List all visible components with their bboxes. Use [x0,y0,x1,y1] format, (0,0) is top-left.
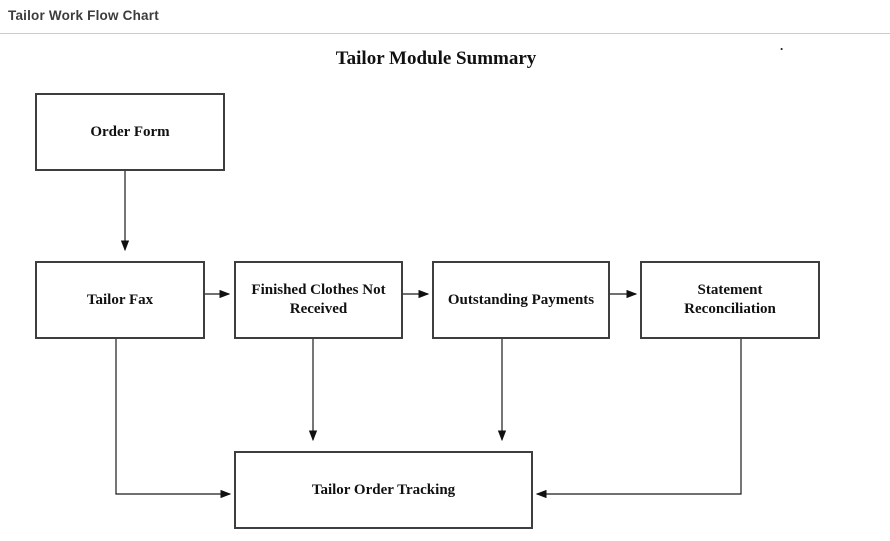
flow-node-order-form: Order Form [35,93,225,171]
flow-node-label: Outstanding Payments [447,291,595,308]
flow-node-label: Tailor Fax [86,291,154,308]
page-title: Tailor Work Flow Chart [8,8,159,23]
flow-node-tailor-order-tracking: Tailor Order Tracking [234,451,533,529]
flow-node-label: Statement Reconciliation [684,282,776,317]
flow-node-tailor-fax: Tailor Fax [35,261,205,339]
edge-statement-reconciliation-to-tailor-order-tracking [535,339,742,499]
flow-node-statement-reconciliation: Statement Reconciliation [640,261,820,339]
flow-node-label: Tailor Order Tracking [311,481,456,498]
flow-node-outstanding-payments: Outstanding Payments [432,261,610,339]
diagram-title: Tailor Module Summary [335,48,537,69]
flow-node-label: Order Form [90,123,170,140]
header-divider [0,33,890,34]
flow-node-label: Finished Clothes Not Received [251,282,386,317]
edge-tailor-fax-to-tailor-order-tracking [115,339,232,499]
flow-node-finished-clothes-not-received: Finished Clothes Not Received [234,261,403,339]
stray-dot: . [780,38,784,53]
